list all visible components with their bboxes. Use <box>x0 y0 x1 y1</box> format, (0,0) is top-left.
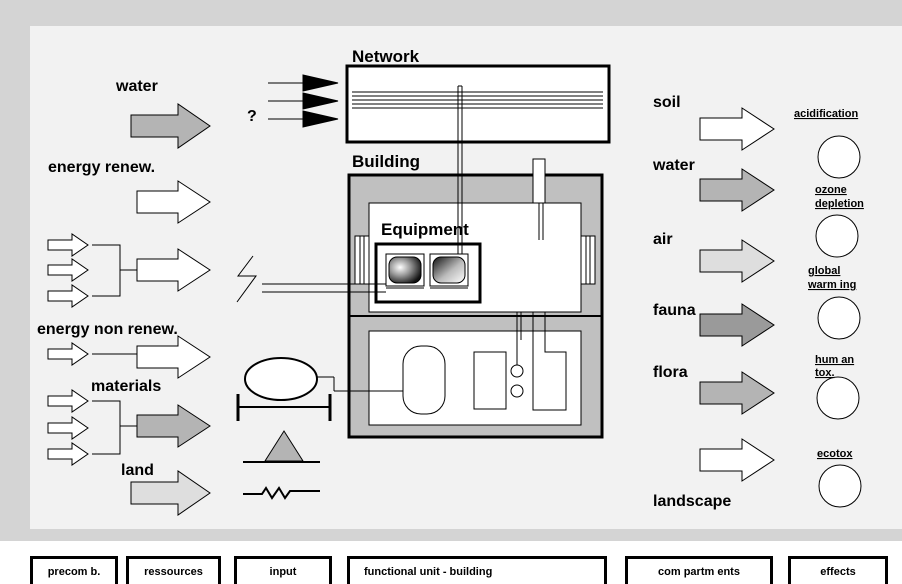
effect-ozone-line1: ozone <box>815 184 847 196</box>
circle-ozone <box>815 214 859 258</box>
compartment-soil: soil <box>653 94 681 111</box>
resource-energy-non-renew: energy non renew. <box>37 321 178 338</box>
lightning-icon <box>236 255 386 303</box>
arrow-energy-renew-out <box>136 248 211 292</box>
effect-human-line1: hum an <box>815 354 854 366</box>
arrow-water <box>130 103 211 149</box>
legend-functional-unit: functional unit - building <box>347 556 607 584</box>
compartment-fauna: fauna <box>653 302 696 319</box>
building-label: Building <box>352 152 420 171</box>
building-duct <box>532 158 567 411</box>
equipment-label: Equipment <box>381 220 469 239</box>
arrow-air <box>699 239 775 283</box>
lca-diagram: Network Building Equipment ? water energ… <box>0 0 902 541</box>
effect-acidification: acidification <box>794 108 858 120</box>
circle-acidification <box>817 135 861 179</box>
circle-global-warming <box>817 296 861 340</box>
arrow-water-out <box>699 168 775 212</box>
effect-ozone-line2: depletion <box>815 198 864 210</box>
arrow-energy-renew <box>136 180 211 224</box>
resource-water: water <box>115 78 158 95</box>
small-arrow-2 <box>47 258 89 282</box>
small-arrow-6 <box>47 416 89 440</box>
question-mark: ? <box>247 108 257 125</box>
network-box <box>345 64 611 144</box>
legend-input: input <box>234 556 332 584</box>
resource-energy-renew: energy renew. <box>48 159 155 176</box>
arrow-fauna <box>699 303 775 347</box>
bracket-connectors <box>92 244 137 455</box>
network-input-arrows <box>268 74 339 128</box>
circle-human-tox <box>816 376 860 420</box>
legend-compartments: com partm ents <box>625 556 773 584</box>
circle-ecotox <box>818 464 862 508</box>
arrow-soil <box>699 107 775 151</box>
land-symbol <box>243 430 320 500</box>
arrow-landscape <box>699 438 775 482</box>
legend-effects: effects <box>788 556 888 584</box>
network-label: Network <box>352 47 420 66</box>
network-wires <box>457 85 463 254</box>
effect-global-line2: warm ing <box>807 279 856 291</box>
small-arrow-3 <box>47 284 89 308</box>
small-arrow-1 <box>47 233 89 257</box>
compartment-water: water <box>652 157 695 174</box>
arrow-materials <box>136 404 211 448</box>
small-arrow-7 <box>47 442 89 466</box>
resource-land: land <box>121 462 154 479</box>
effect-human-line2: tox. <box>815 367 835 379</box>
legend-precomb: precom b. <box>30 556 118 584</box>
compartment-flora: flora <box>653 364 688 381</box>
effect-global-line1: global <box>808 265 840 277</box>
equipment-box <box>374 242 482 304</box>
arrow-energy-non-renew <box>136 335 211 379</box>
tank-icon <box>236 357 403 421</box>
arrow-flora <box>699 371 775 415</box>
effect-ecotox: ecotox <box>817 448 853 460</box>
small-arrow-5 <box>47 389 89 413</box>
resource-materials: materials <box>91 378 161 395</box>
compartment-air: air <box>653 231 673 248</box>
arrow-land <box>130 470 211 516</box>
legend-ressources: ressources <box>126 556 221 584</box>
building-contents <box>402 312 524 415</box>
compartment-landscape: landscape <box>653 493 731 510</box>
small-arrow-4 <box>47 342 89 366</box>
